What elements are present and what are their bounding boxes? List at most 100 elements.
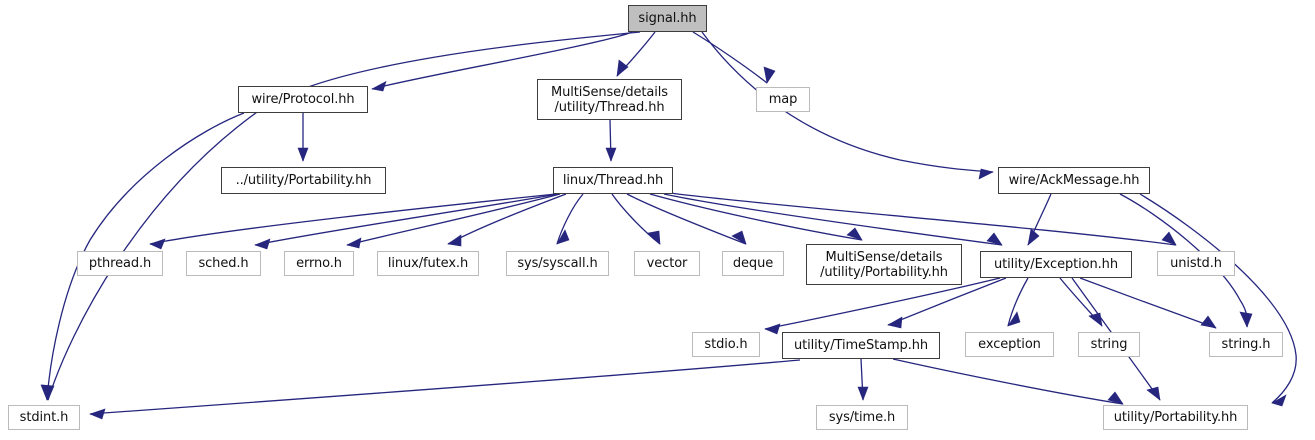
graph-node-futex[interactable]: linux/futex.h <box>377 251 479 276</box>
arrowhead-ackmessage-to-string_h <box>1239 311 1253 328</box>
graph-node-stdint[interactable]: stdint.h <box>8 405 80 430</box>
edge-linux_thread-to-vector <box>611 193 661 245</box>
graph-node-timestamp[interactable]: utility/TimeStamp.hh <box>782 332 940 359</box>
arrowhead-linux_thread-to-vector <box>647 230 661 245</box>
graph-node-protocol[interactable]: wire/Protocol.hh <box>238 86 368 113</box>
arrowhead-linux_thread-to-ms_portability <box>846 227 863 241</box>
graph-node-label: exception <box>978 337 1041 352</box>
graph-node-string_std[interactable]: string <box>1078 332 1140 357</box>
graph-node-exception_std[interactable]: exception <box>965 332 1054 357</box>
edge-exception_hh-to-stdio <box>764 277 1001 330</box>
graph-node-errno[interactable]: errno.h <box>284 251 354 276</box>
arrowhead-linux_thread-to-exception_hh <box>986 232 1003 246</box>
arrowhead-exception_hh-to-portability_hh <box>1146 386 1161 401</box>
graph-node-label: string.h <box>1221 337 1271 352</box>
graph-node-label: sys/time.h <box>828 410 896 425</box>
graph-node-ackmessage[interactable]: wire/AckMessage.hh <box>998 167 1150 194</box>
graph-node-syscall[interactable]: sys/syscall.h <box>506 251 609 276</box>
arrowhead-exception_hh-to-string_std <box>1088 312 1103 327</box>
graph-node-label: linux/futex.h <box>387 256 469 271</box>
arrowhead-ackmessage-to-portability_hh <box>1271 394 1287 407</box>
edge-linux_thread-to-errno <box>346 193 561 246</box>
edge-linux_thread-to-deque <box>626 193 747 245</box>
edge-linux_thread-to-pthread <box>149 193 557 245</box>
graph-node-label: MultiSense/details /utility/Portability.… <box>820 249 948 280</box>
graph-node-label: unistd.h <box>1170 256 1222 271</box>
edge-ackmessage-to-portability_hh <box>1139 193 1297 404</box>
arrowhead-linux_thread-to-deque <box>731 230 747 245</box>
graph-node-portability_hh[interactable]: utility/Portability.hh <box>1103 405 1248 430</box>
graph-node-label: MultiSense/details /utility/Thread.hh <box>551 84 668 115</box>
edge-linux_thread-to-syscall <box>556 193 584 245</box>
arrowhead-exception_hh-to-stdio <box>764 323 781 335</box>
edge-signal-to-protocol <box>371 31 633 90</box>
arrowhead-ms_thread-to-linux_thread <box>605 147 617 162</box>
arrowhead-timestamp-to-systime <box>857 386 869 401</box>
graph-node-label: deque <box>732 256 774 271</box>
graph-node-exception_hh[interactable]: utility/Exception.hh <box>980 251 1132 278</box>
graph-node-label: linux/Thread.hh <box>562 173 664 188</box>
graph-node-string_h[interactable]: string.h <box>1209 332 1283 357</box>
edge-linux_thread-to-ms_portability <box>649 193 863 241</box>
graph-node-unistd[interactable]: unistd.h <box>1157 251 1235 276</box>
arrowhead-linux_thread-to-futex <box>447 234 462 247</box>
graph-node-label: sched.h <box>198 256 249 271</box>
edge-linux_thread-to-sched <box>254 193 559 246</box>
edge-exception_hh-to-timestamp <box>887 277 1007 326</box>
arrowhead-protocol-to-stdint <box>40 384 54 401</box>
arrowhead-linux_thread-to-pthread <box>149 238 166 250</box>
graph-node-label: vector <box>646 256 688 271</box>
graph-node-label: sys/syscall.h <box>517 256 598 271</box>
edge-protocol-to-stdint <box>46 112 245 401</box>
graph-node-label: signal.hh <box>638 11 697 26</box>
arrowhead-ackmessage-to-exception_hh <box>1027 228 1040 246</box>
graph-node-pthread[interactable]: pthread.h <box>77 251 163 276</box>
graph-node-label: string <box>1090 337 1128 352</box>
graph-node-label: wire/AckMessage.hh <box>1008 173 1140 188</box>
edge-signal-to-ackmessage <box>701 31 994 173</box>
graph-node-label: stdint.h <box>19 410 69 425</box>
arrowhead-linux_thread-to-unistd <box>1161 231 1177 246</box>
arrowhead-timestamp-to-stdint <box>89 408 106 420</box>
edge-timestamp-to-stdint <box>89 359 801 415</box>
arrowhead-signal-to-ms_thread <box>616 59 629 77</box>
graph-node-stdio[interactable]: stdio.h <box>692 332 760 357</box>
graph-node-ms_portability[interactable]: MultiSense/details /utility/Portability.… <box>806 244 962 285</box>
edge-exception_hh-to-exception_std <box>1007 277 1029 327</box>
arrowhead-linux_thread-to-syscall <box>556 229 570 245</box>
graph-node-signal[interactable]: signal.hh <box>628 5 707 32</box>
graph-node-vector[interactable]: vector <box>634 251 700 276</box>
graph-node-label: utility/Portability.hh <box>1113 410 1238 425</box>
graph-node-linux_thread[interactable]: linux/Thread.hh <box>553 167 673 194</box>
graph-node-deque[interactable]: deque <box>722 251 784 276</box>
edge-linux_thread-to-unistd <box>669 192 1177 246</box>
graph-node-label: ../utility/Portability.hh <box>235 173 372 188</box>
graph-node-dd_portability[interactable]: ../utility/Portability.hh <box>221 167 386 194</box>
arrowhead-linux_thread-to-errno <box>346 237 362 249</box>
edge-signal-to-map <box>692 31 768 84</box>
arrowhead-exception_hh-to-exception_std <box>1007 311 1021 327</box>
arrowhead-exception_hh-to-string_h <box>1200 315 1217 329</box>
arrowhead-linux_thread-to-sched <box>254 238 271 250</box>
arrowhead-signal-to-map <box>763 66 776 84</box>
graph-node-label: stdio.h <box>704 337 748 352</box>
graph-node-label: utility/TimeStamp.hh <box>794 338 928 353</box>
edge-linux_thread-to-futex <box>447 193 567 245</box>
arrowhead-protocol-to-dd_portability <box>297 147 309 162</box>
graph-node-sched[interactable]: sched.h <box>186 251 261 276</box>
arrowhead-signal-to-protocol <box>371 80 387 92</box>
graph-node-systime[interactable]: sys/time.h <box>816 405 908 430</box>
graph-node-label: pthread.h <box>88 256 152 271</box>
graph-node-map[interactable]: map <box>756 87 810 112</box>
arrowhead-signal-to-ackmessage <box>978 168 994 180</box>
edge-linux_thread-to-exception_hh <box>663 193 1003 246</box>
arrowhead-timestamp-to-portability_hh <box>1107 391 1124 405</box>
arrowhead-exception_hh-to-timestamp <box>887 316 903 329</box>
graph-node-ms_thread[interactable]: MultiSense/details /utility/Thread.hh <box>537 79 682 120</box>
graph-node-label: errno.h <box>296 256 342 271</box>
edge-timestamp-to-portability_hh <box>892 358 1124 405</box>
graph-node-label: wire/Protocol.hh <box>251 92 355 107</box>
graph-node-label: utility/Exception.hh <box>994 257 1118 272</box>
